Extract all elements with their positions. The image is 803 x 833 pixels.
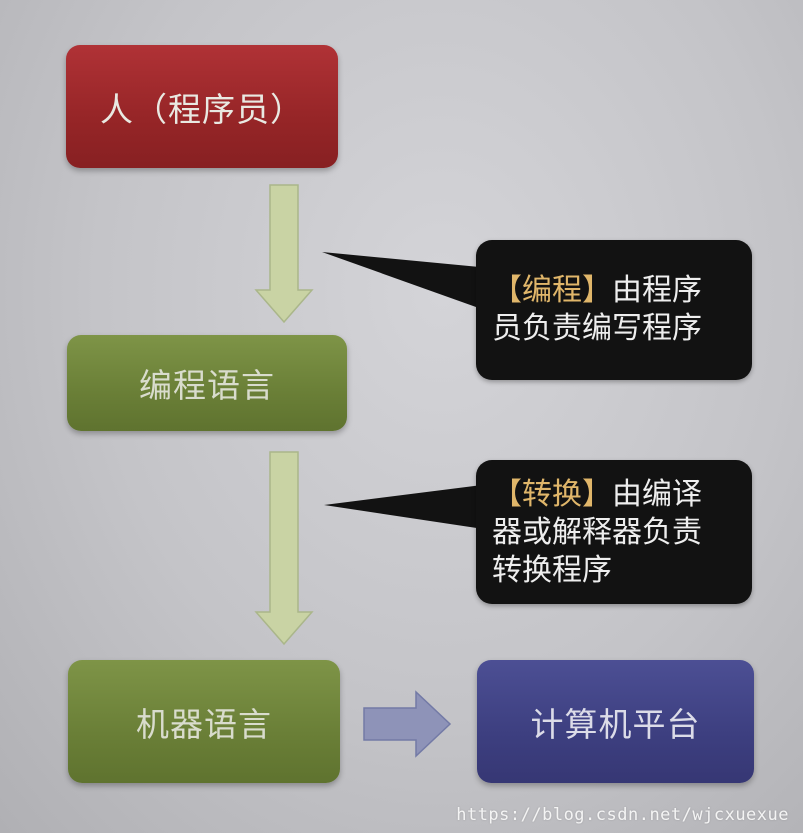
callout-conversion-line2: 器或解释器负责 <box>492 515 702 550</box>
callout-pointer-programming <box>322 252 490 312</box>
callout-programming-line1-text: 由程序 <box>612 273 702 308</box>
node-computer-platform-label: 计算机平台 <box>530 704 701 744</box>
callout-conversion-line1-text: 由编译 <box>612 477 702 512</box>
node-machine-language: 机器语言 <box>68 660 340 783</box>
node-programmer: 人（程序员） <box>66 45 338 168</box>
node-programmer-label: 人（程序员） <box>100 89 304 129</box>
node-programming-language-label: 编程语言 <box>139 366 275 405</box>
right-arrow <box>363 690 452 758</box>
callout-programming-highlight: 【编程】 <box>492 273 612 308</box>
node-computer-platform: 计算机平台 <box>477 660 754 783</box>
callout-conversion: 【转换】由编译 器或解释器负责 转换程序 <box>476 460 752 604</box>
callout-programming-line1: 【编程】由程序 <box>492 272 736 310</box>
callout-conversion-line1: 【转换】由编译 <box>492 476 736 514</box>
node-programming-language: 编程语言 <box>67 335 347 431</box>
down-arrow-1 <box>254 184 314 324</box>
callout-conversion-line3: 转换程序 <box>492 553 612 588</box>
node-machine-language-label: 机器语言 <box>136 704 272 744</box>
down-arrow-2 <box>254 451 314 646</box>
watermark-url: https://blog.csdn.net/wjcxuexue <box>456 805 789 825</box>
callout-programming: 【编程】由程序 员负责编写程序 <box>476 240 752 380</box>
callout-pointer-conversion <box>324 484 490 530</box>
callout-programming-line2: 员负责编写程序 <box>492 311 702 346</box>
callout-conversion-highlight: 【转换】 <box>492 477 612 512</box>
